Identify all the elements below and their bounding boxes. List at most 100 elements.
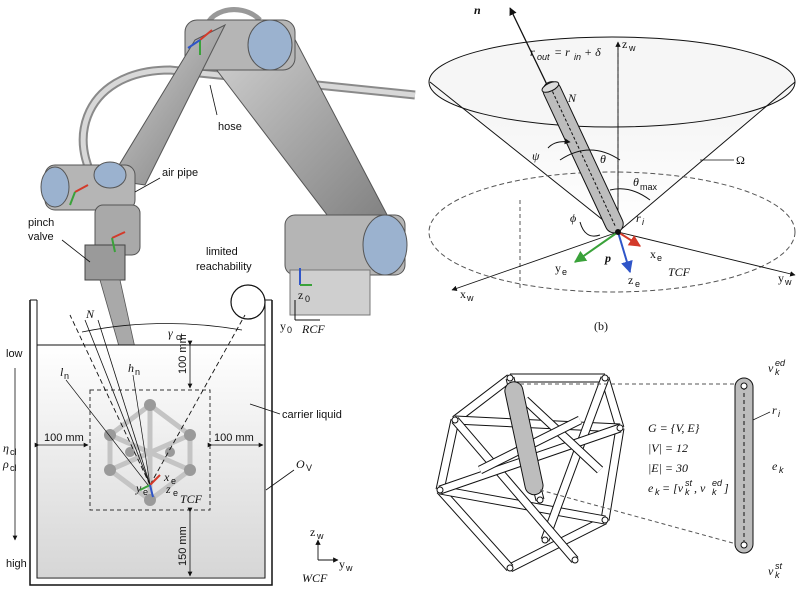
- svg-text:, v: , v: [694, 481, 706, 495]
- svg-text:n: n: [135, 367, 140, 377]
- svg-text:]: ]: [723, 481, 729, 495]
- svg-text:w: w: [784, 277, 792, 287]
- dim-150: 150 mm: [177, 526, 189, 566]
- svg-text:st: st: [775, 561, 783, 571]
- svg-text:e: e: [143, 487, 148, 497]
- a-ye-label: y: [135, 481, 142, 495]
- b-n-label: n: [474, 3, 481, 17]
- b-ri-label: r: [636, 211, 641, 225]
- rho-label: ρ: [2, 457, 9, 471]
- panel-a: z 0 y 0 RCF hose air pipe pinch valve li…: [2, 7, 416, 586]
- vertex-count: |V| = 12: [648, 441, 688, 455]
- svg-text:i: i: [642, 217, 645, 227]
- edge-count: |E| = 30: [648, 461, 688, 475]
- svg-text:z: z: [310, 525, 315, 539]
- theta-label: θ: [600, 152, 606, 166]
- h-n-label: h: [128, 361, 134, 375]
- v-ed-label: v: [768, 361, 774, 375]
- svg-text:e: e: [171, 476, 176, 486]
- l-n-label: l: [60, 365, 64, 379]
- svg-text:e: e: [173, 488, 178, 498]
- svg-text:0: 0: [287, 325, 292, 335]
- svg-text:w: w: [466, 293, 474, 303]
- rcf-y-label: y: [280, 319, 286, 333]
- svg-text:w: w: [316, 531, 324, 541]
- svg-text:k: k: [775, 367, 780, 377]
- theta-max-label: θ: [633, 175, 639, 189]
- pinch-valve-label-2: valve: [28, 231, 54, 243]
- a-ze-label: z: [165, 482, 171, 496]
- a-N-label: N: [85, 307, 95, 321]
- delta-label: + δ: [584, 45, 601, 59]
- b-N-label: N: [567, 91, 577, 105]
- svg-text:k: k: [775, 570, 780, 580]
- svg-text:k: k: [712, 487, 717, 497]
- gamma-label: γ: [168, 326, 173, 340]
- wcf-label: WCF: [302, 571, 328, 585]
- graph-def: G = {V, E}: [648, 421, 700, 435]
- liquid-tank: [29, 299, 273, 586]
- svg-text:z: z: [628, 273, 633, 287]
- svg-text:x: x: [650, 247, 656, 261]
- rcf-z-label: z: [298, 288, 303, 302]
- svg-text:= [v: = [v: [662, 481, 684, 495]
- air-pipe-label: air pipe: [162, 167, 198, 179]
- low-label: low: [6, 348, 23, 360]
- svg-text:x: x: [460, 287, 466, 301]
- svg-text:ed: ed: [775, 358, 786, 368]
- svg-text:cl: cl: [176, 332, 183, 342]
- svg-text:0: 0: [305, 294, 310, 304]
- hose-label: hose: [218, 121, 242, 133]
- high-label: high: [6, 558, 27, 570]
- svg-text:e: e: [657, 253, 662, 263]
- ov-label: O: [296, 457, 305, 471]
- b-tcf-label: TCF: [668, 265, 691, 279]
- ek-label: e: [772, 459, 778, 473]
- svg-text:V: V: [306, 463, 312, 473]
- dim-100-left: 100 mm: [44, 432, 84, 444]
- a-tcf-label: TCF: [180, 492, 203, 506]
- svg-text:w: w: [628, 43, 636, 53]
- c-ri-label: r: [772, 403, 777, 417]
- robot-arm: [40, 7, 416, 473]
- reachability-circle: [230, 284, 266, 320]
- a-xe-label: x: [163, 470, 170, 484]
- icosahedron-lattice: [435, 373, 625, 573]
- eta-label: η: [3, 441, 9, 455]
- svg-text:cl: cl: [10, 447, 17, 457]
- p-label: p: [604, 251, 611, 265]
- v-st-label: v: [768, 564, 774, 578]
- panel-c: G = {V, E} |V| = 12 |E| = 30 e k = [v k …: [435, 358, 786, 580]
- psi-label: ψ: [532, 149, 540, 163]
- svg-text:e: e: [562, 267, 567, 277]
- svg-text:w: w: [345, 563, 353, 573]
- svg-text:z: z: [622, 37, 627, 51]
- svg-text:n: n: [64, 371, 69, 381]
- panel-b: n r out = r in + δ z w N ψ θ Ω θ max ϕ r…: [428, 3, 796, 333]
- svg-text:max: max: [640, 182, 658, 192]
- ek-def: e: [648, 481, 654, 495]
- svg-text:e: e: [635, 279, 640, 289]
- svg-text:in: in: [574, 52, 581, 62]
- svg-text:k: k: [655, 487, 660, 497]
- r-out-label: r: [530, 45, 535, 59]
- omega-label: Ω: [736, 153, 745, 167]
- phi-label: ϕ: [570, 211, 576, 225]
- edge-ek-detail: [734, 377, 754, 554]
- carrier-liquid-label: carrier liquid: [282, 409, 342, 421]
- dim-100-right: 100 mm: [214, 432, 254, 444]
- svg-text:cl: cl: [10, 463, 17, 473]
- svg-text:i: i: [778, 409, 781, 419]
- caption-b: (b): [594, 319, 608, 333]
- rcf-frame: z 0 y 0 RCF: [280, 288, 325, 336]
- limited-label-1: limited: [206, 246, 238, 258]
- svg-text:st: st: [685, 478, 693, 488]
- dim-100-top: 100 mm: [177, 334, 189, 374]
- svg-text:out: out: [537, 52, 550, 62]
- rcf-label: RCF: [301, 322, 325, 336]
- svg-text:k: k: [685, 487, 690, 497]
- svg-text:y: y: [778, 271, 784, 285]
- pinch-valve-label-1: pinch: [28, 217, 54, 229]
- svg-text:k: k: [779, 465, 784, 475]
- svg-text:ed: ed: [712, 478, 723, 488]
